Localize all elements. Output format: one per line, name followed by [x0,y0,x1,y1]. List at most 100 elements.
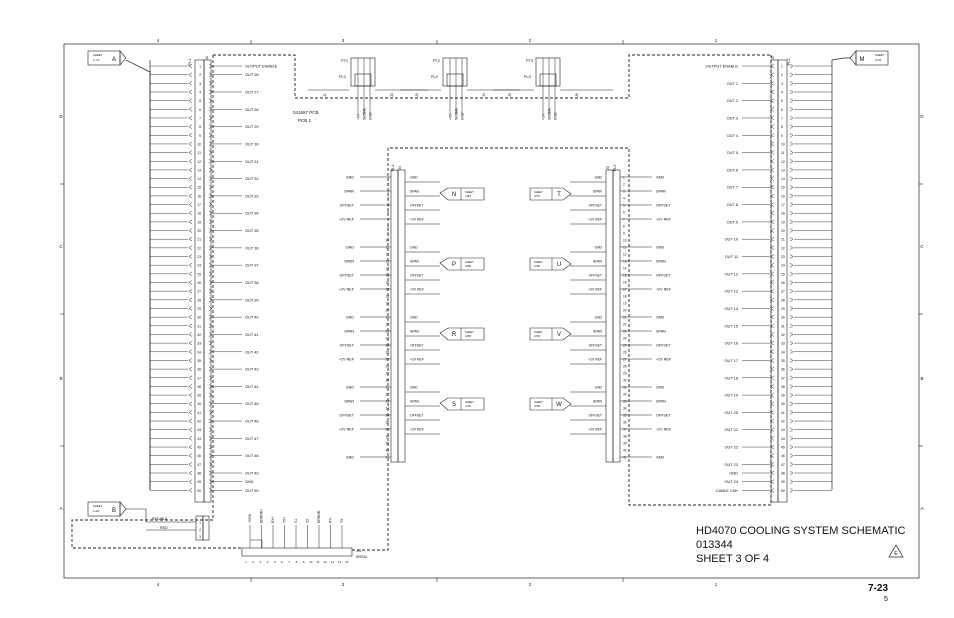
sheet-ref-sheet: SHEET [534,260,543,264]
right-header-pin-number: 15 [781,186,785,190]
border-column-label-top: 4 [157,38,160,43]
right-header-pin-number: 30 [781,316,785,320]
serial-connector-id: J11 [356,549,362,553]
left-header-pin-number: 43 [197,428,201,432]
left-header-signal-label: OUT 50 [245,488,259,493]
pin-chevron [789,124,794,129]
left-header-pin-number: 28 [197,298,201,302]
right-header-pin-number: 20 [781,229,785,233]
pin-chevron [188,141,193,147]
right-header-pin-number: 18 [781,212,785,216]
pin-chevron [188,306,193,311]
sensor-plug-label: PL5 [524,75,531,79]
right-header-pin-number: 45 [781,446,785,450]
right-header-signal-label: OUT 1 [727,81,738,86]
pin-chevron [789,366,794,372]
serial-pin-number: 14 [338,560,342,564]
center-header-pin-number: 32 [623,392,627,396]
sheet-ref-sheet: SHEET [534,190,543,194]
pin-chevron [188,479,193,484]
serial-pin-label: +5V/6 [248,514,252,523]
center-header-pin-number: 29 [385,371,389,375]
sheet-ref-A-arrow [119,50,127,66]
center-header-pin-number: 5 [623,203,625,207]
serial-pin-label: TX- [340,518,344,523]
center-right-inner-label: GND [594,316,602,320]
sheet-border [63,43,920,579]
center-right-jack-body [605,169,614,463]
center-header-pin-number: 1 [387,175,389,179]
left-header-signal-label: OUT 26 [245,72,259,77]
left-header-pin-number: 6 [199,108,201,112]
left-header-pin-number: 9 [199,134,201,138]
center-header-pin-number: 22 [385,322,389,326]
pin-chevron [789,193,794,199]
left-header-pin-number: 37 [197,376,201,380]
right-header-signal-label: OUT 8 [727,202,738,207]
serial-pin-number: 15 [345,560,349,564]
center-header-pin-number: 13 [385,259,389,263]
pin-chevron [188,176,193,181]
sheet-ref-arrow [529,397,572,411]
center-header-pin-number: 34 [623,406,627,410]
left-header-signal-label: OUT 35 [245,228,259,233]
serial-pin-label: TX+ [283,517,287,523]
pin-chevron [770,176,775,181]
serial-pin-label: S2 [306,519,310,523]
center-right-last-label: GND [656,456,665,460]
border-row-label-left: A [59,506,62,511]
pin-chevron [789,81,794,86]
pin-chevron [770,436,775,441]
center-right-inner-label: +2V REF [588,428,602,432]
center-header-pin-number: 36 [623,420,627,424]
center-header-pin-number: 25 [623,343,627,347]
center-header-pin-number: 21 [385,315,389,319]
center-header-pin-number: 32 [385,392,389,396]
right-header-signal-label: OUT 11 [725,254,738,259]
pin-chevron [208,418,213,424]
pin-chevron [208,89,213,95]
left-header-pin-number: 30 [197,316,201,320]
center-header-pin-number: 12 [623,252,627,256]
left-header-signal-label: OUT 33 [245,193,259,198]
center-header-pin-number: 36 [385,420,389,424]
sheet-ref-number: 4-B8 [465,334,471,338]
right-header-pin-number: 7 [781,116,783,120]
right-header-pin-number: 41 [781,411,785,415]
right-header-pin-number: 37 [781,376,785,380]
right-header-pin-number: 21 [781,238,785,242]
right-header-pin-number: 46 [781,454,785,458]
pin-chevron [789,115,794,121]
left-header-pin-number: 49 [197,480,201,484]
pin-chevron [208,314,213,320]
sensor-plug-label: PL4 [431,75,438,79]
center-header-pin-number: 15 [385,273,389,277]
left-header-pin-number: 18 [197,212,201,216]
center-right-inner-label: SPAN [593,260,603,264]
right-header-pin-number: 11 [781,151,785,155]
center-header-pin-number: 37 [623,427,627,431]
pin-chevron [770,271,775,277]
left-header-pin-number: 7 [199,116,201,120]
serial-pin-label: RX+ [271,516,275,523]
left-header-pin-number: 46 [197,454,201,458]
pin-chevron [208,115,213,121]
pin-chevron [789,280,794,285]
pin-chevron [789,401,794,406]
sheet-ref-A-sheet: SHEET [93,53,103,57]
center-left-inner-label: GND [410,176,418,180]
center-right-outer-label: +2V REF [656,288,672,292]
center-left-outer-label: GND [346,176,355,180]
revision-triangle [888,544,904,558]
pin-chevron [208,444,213,450]
pin-chevron [789,323,794,329]
center-header-pin-number: 20 [623,308,627,312]
pin-chevron [789,63,794,69]
pin-chevron [789,133,794,138]
border-row-label-right: D [920,114,924,119]
pin-chevron [789,314,794,320]
pin-chevron [188,340,193,346]
right-header-pin-number: 47 [781,463,785,467]
right-header-jack-body [770,59,779,503]
right-header-pin-number: 49 [781,480,785,484]
